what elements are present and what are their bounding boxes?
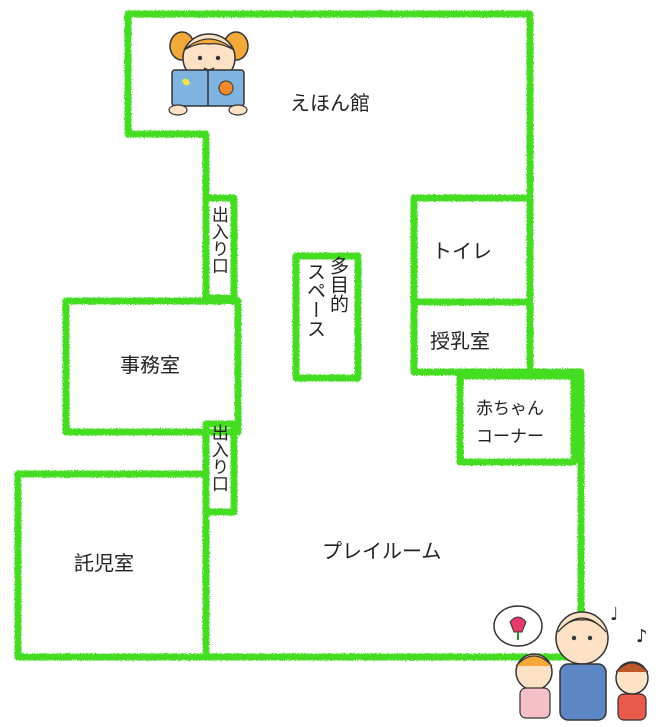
office-label: 事務室: [120, 353, 180, 377]
entrance-bottom-label: 出入り口: [207, 424, 228, 492]
entrance-top-label: 出入り口: [207, 206, 228, 274]
nursing-room: [410, 298, 534, 376]
office-room: [62, 297, 242, 436]
svg-text:♩: ♩: [610, 604, 619, 625]
childcare-room-label: 託児室: [74, 551, 134, 575]
multipurpose-label-col2: スペース: [303, 262, 326, 338]
ehonkan-label: えほん館: [290, 91, 370, 115]
entrance-bottom-box: [202, 420, 238, 516]
svg-text:♪: ♪: [636, 626, 648, 647]
baby-corner-room: [456, 372, 578, 466]
baby-corner-label-line2: コーナー: [476, 427, 544, 447]
playroom-label: プレイルーム: [322, 539, 442, 563]
family-singing-icon: ♩ ♪: [493, 604, 649, 721]
girl-reading-book-icon: [168, 31, 249, 116]
nursing-room-label: 授乳室: [430, 329, 490, 353]
toilet-label: トイレ: [432, 239, 492, 263]
baby-corner-label-line1: 赤ちゃん: [476, 399, 544, 419]
childcare-room: [14, 470, 210, 661]
multipurpose-label-col1: 多目的: [326, 256, 349, 313]
multipurpose-room: [292, 252, 362, 382]
